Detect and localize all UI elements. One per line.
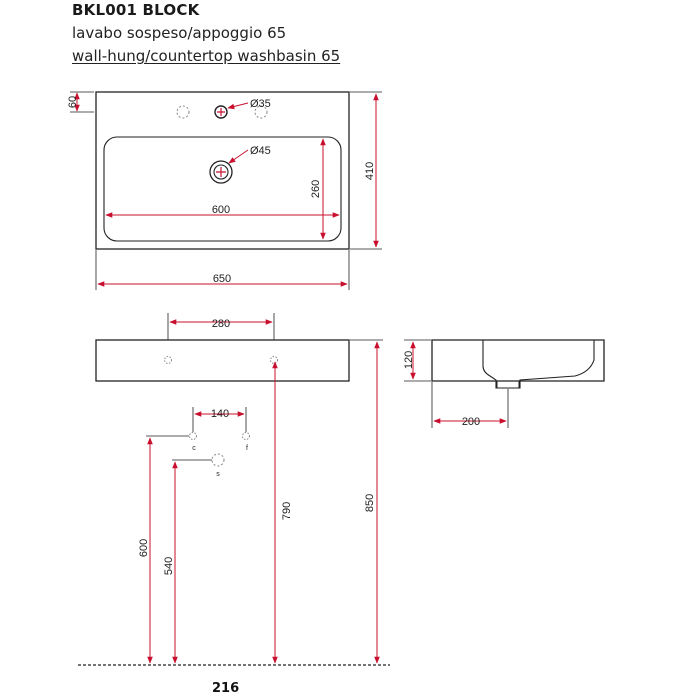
basin-bowl-top [103, 136, 342, 242]
basin-bowl-side [482, 340, 595, 389]
tap-hole-left [176, 105, 190, 119]
basin-outline-front [95, 339, 350, 382]
basin-outline-top [95, 91, 350, 250]
drain-inner [213, 164, 229, 180]
dim-supply-height: 600 [138, 539, 150, 557]
drain-outer [209, 160, 233, 184]
product-title: BKL001 BLOCK [72, 1, 200, 19]
dim-bowl-depth: 260 [310, 180, 322, 198]
dim-hole-offset: 60 [67, 96, 79, 108]
drain-label: Ø45 [250, 145, 271, 157]
fixing-hole-right [270, 356, 278, 364]
dim-bowl-width: 600 [212, 204, 230, 216]
hot-supply [242, 432, 250, 440]
dim-side-height: 120 [403, 351, 415, 369]
subtitle-italian: lavabo sospeso/appoggio 65 [72, 24, 287, 42]
wall-connections: 140 c f s 600 540 [138, 407, 250, 664]
tap-hole-center [214, 105, 228, 119]
dim-drain-depth: 200 [462, 416, 480, 428]
tap-hole-leader [227, 102, 249, 110]
dim-supply-spacing: 140 [211, 408, 229, 420]
basin-outline-side [431, 339, 605, 382]
subtitle-english: wall-hung/countertop washbasin 65 [72, 47, 341, 65]
cold-supply [189, 432, 197, 440]
drain-leader [228, 149, 249, 164]
waste-mark: s [216, 471, 220, 478]
hot-mark: f [246, 445, 248, 452]
tap-hole-label: Ø35 [250, 98, 271, 110]
dim-fixing-spacing: 280 [212, 318, 230, 330]
tap-hole-cross [217, 108, 225, 116]
cold-mark: c [192, 445, 196, 452]
page-number: 216 [212, 681, 240, 696]
dim-waste-height: 540 [163, 557, 175, 575]
dim-fixing-height: 790 [281, 502, 293, 520]
fixing-hole-left [164, 356, 172, 364]
dim-top-height: 850 [364, 494, 376, 512]
dim-overall-depth: 410 [364, 162, 376, 180]
drain-cross [216, 167, 226, 177]
tap-hole-right [254, 105, 268, 119]
front-view: 280 790 850 [95, 313, 383, 664]
side-view: 120 200 [403, 339, 605, 428]
top-view: Ø35 Ø45 60 600 260 410 650 [67, 91, 382, 290]
dim-overall-width: 650 [213, 273, 231, 285]
waste-outlet [211, 453, 225, 467]
